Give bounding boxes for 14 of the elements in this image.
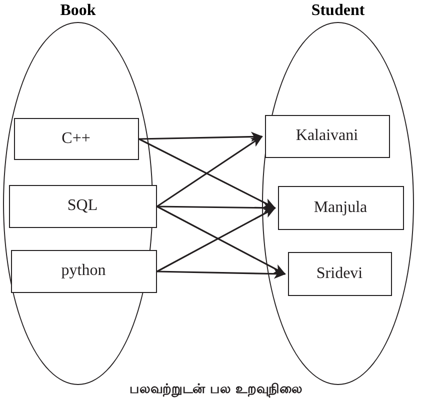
item-box: Kalaivani <box>264 114 390 158</box>
arrow <box>156 136 263 208</box>
arrow <box>156 268 286 279</box>
item-box: SQL <box>8 184 156 228</box>
set-heading: Student <box>310 1 366 21</box>
item-box: C++ <box>14 118 138 160</box>
item-box: Sridevi <box>288 252 392 296</box>
item-box: python <box>10 250 156 292</box>
arrow <box>138 138 276 209</box>
arrow <box>138 132 263 142</box>
caption: பலவற்றுடன் பல உறவுநிலை <box>128 382 304 398</box>
set-heading: Book <box>59 1 97 21</box>
arrow <box>156 202 276 213</box>
item-box: Manjula <box>278 186 404 230</box>
